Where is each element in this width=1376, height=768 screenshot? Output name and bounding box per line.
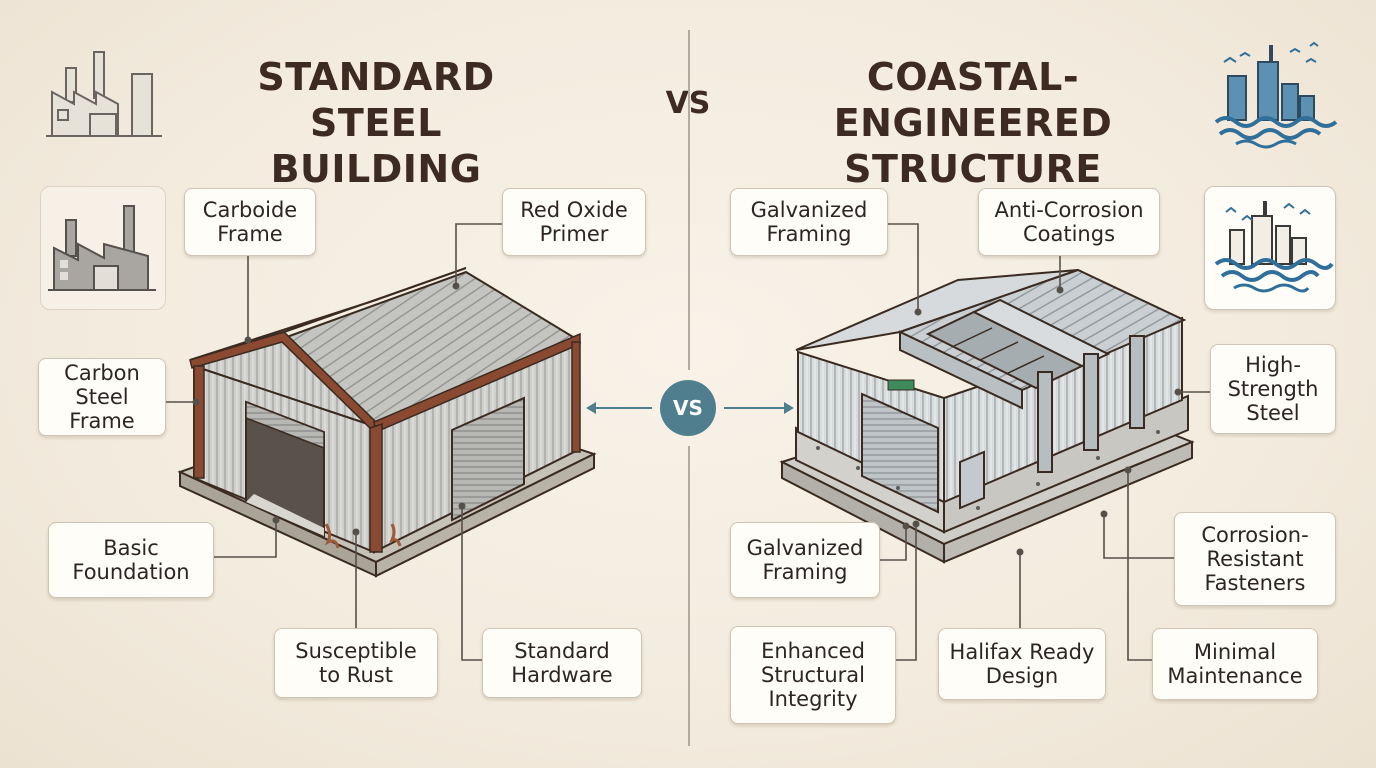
vs-badge: VS — [660, 380, 716, 436]
callout-susceptible-to-rust: Susceptible to Rust — [274, 628, 438, 698]
right-title: COASTAL-ENGINEERED STRUCTURE — [730, 54, 1216, 192]
coastal-engineered-building — [779, 268, 1195, 564]
factory-icon — [48, 205, 156, 291]
callout-halifax-ready-design: Halifax Ready Design — [938, 628, 1106, 700]
left-title: STANDARD STEEL BUILDING — [200, 54, 552, 192]
center-divider-bottom — [688, 446, 690, 746]
vs-heading: VS — [665, 86, 711, 121]
arrow-left-icon — [586, 402, 652, 414]
callout-galvanized-framing-bottom: Galvanized Framing — [730, 522, 880, 598]
right-title-line2: STRUCTURE — [844, 147, 1102, 191]
callout-carboide-frame: Carboide Frame — [184, 188, 316, 256]
right-title-line1: COASTAL-ENGINEERED — [833, 55, 1113, 145]
coastal-city-icon — [1214, 41, 1338, 149]
coastal-city-icon — [1214, 201, 1334, 293]
left-title-line1: STANDARD — [257, 55, 495, 99]
arrow-right-icon — [724, 402, 794, 414]
left-title-line2: STEEL BUILDING — [270, 101, 482, 191]
callout-basic-foundation: Basic Foundation — [48, 522, 214, 598]
callout-carbon-steel-frame: Carbon Steel Frame — [38, 358, 166, 436]
callout-anti-corrosion-coatings: Anti-Corrosion Coatings — [978, 188, 1160, 256]
callout-corrosion-resistant-fasteners: Corrosion-Resistant Fasteners — [1174, 512, 1336, 606]
center-divider-top — [688, 30, 690, 370]
callout-red-oxide-primer: Red Oxide Primer — [502, 188, 646, 256]
callout-minimal-maintenance: Minimal Maintenance — [1152, 628, 1318, 700]
callout-enhanced-structural-integrity: Enhanced Structural Integrity — [730, 626, 896, 724]
callout-high-strength-steel: High-Strength Steel — [1210, 344, 1336, 434]
callout-galvanized-framing-top: Galvanized Framing — [730, 188, 888, 256]
factory-icon — [46, 51, 162, 137]
standard-steel-building — [177, 267, 597, 578]
callout-standard-hardware: Standard Hardware — [482, 628, 642, 698]
